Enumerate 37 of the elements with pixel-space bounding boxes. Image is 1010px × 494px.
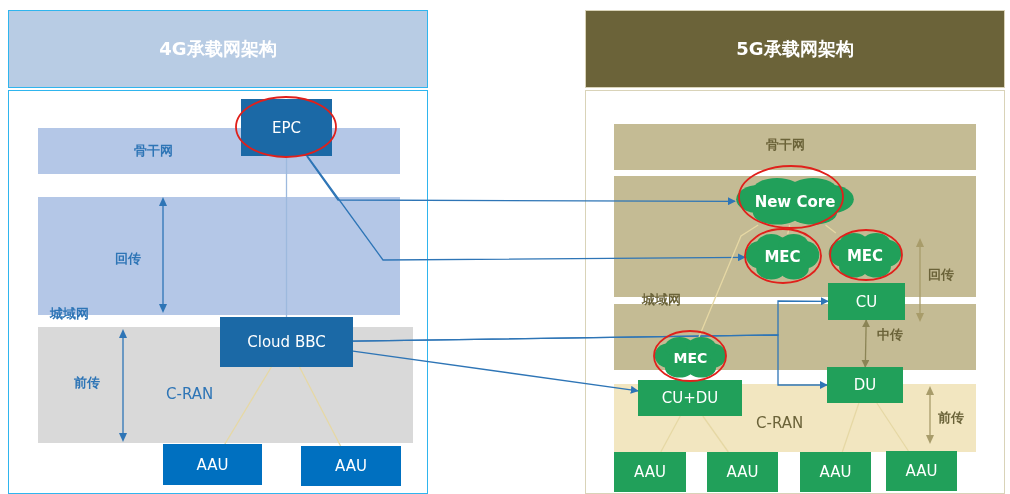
- connector-line: [660, 415, 681, 453]
- layer-label: 城域网: [642, 291, 681, 309]
- connector-line: [224, 366, 273, 445]
- process-box: AAU: [301, 446, 401, 486]
- zone-label: C-RAN: [166, 385, 214, 403]
- process-box: EPC: [241, 99, 332, 156]
- process-box: AAU: [614, 452, 686, 492]
- process-box: DU: [827, 367, 903, 403]
- layer-label: 骨干网: [766, 136, 805, 154]
- process-box: CU+DU: [638, 380, 742, 416]
- arrow: [306, 155, 736, 206]
- process-box: CU: [828, 283, 905, 320]
- connector-line: [787, 224, 791, 235]
- connector-line: [876, 402, 910, 452]
- connector-line: [702, 415, 729, 453]
- process-box: AAU: [886, 451, 957, 491]
- panel-header: 4G承载网架构: [8, 10, 428, 88]
- arrow: [352, 334, 828, 389]
- process-box: AAU: [163, 444, 262, 485]
- process-box: Cloud BBC: [220, 317, 353, 367]
- edge-label: 中传: [876, 326, 904, 344]
- layer-label: 骨干网: [134, 142, 173, 160]
- connector-line: [698, 224, 759, 338]
- process-box: AAU: [800, 452, 871, 492]
- arrow: [352, 350, 639, 394]
- layer-label: 回传: [115, 250, 141, 268]
- layer-label: 回传: [928, 266, 954, 284]
- arrow: [306, 155, 746, 262]
- process-box: AAU: [707, 452, 778, 492]
- arrow: [861, 319, 871, 368]
- panel-header: 5G承载网架构: [585, 10, 1005, 88]
- connector-line: [824, 224, 837, 234]
- zone-label: C-RAN: [756, 414, 804, 432]
- layer-label: 前传: [74, 374, 100, 392]
- connector-line: [841, 402, 860, 453]
- connector-line: [298, 366, 342, 447]
- layer-label: 前传: [938, 409, 964, 427]
